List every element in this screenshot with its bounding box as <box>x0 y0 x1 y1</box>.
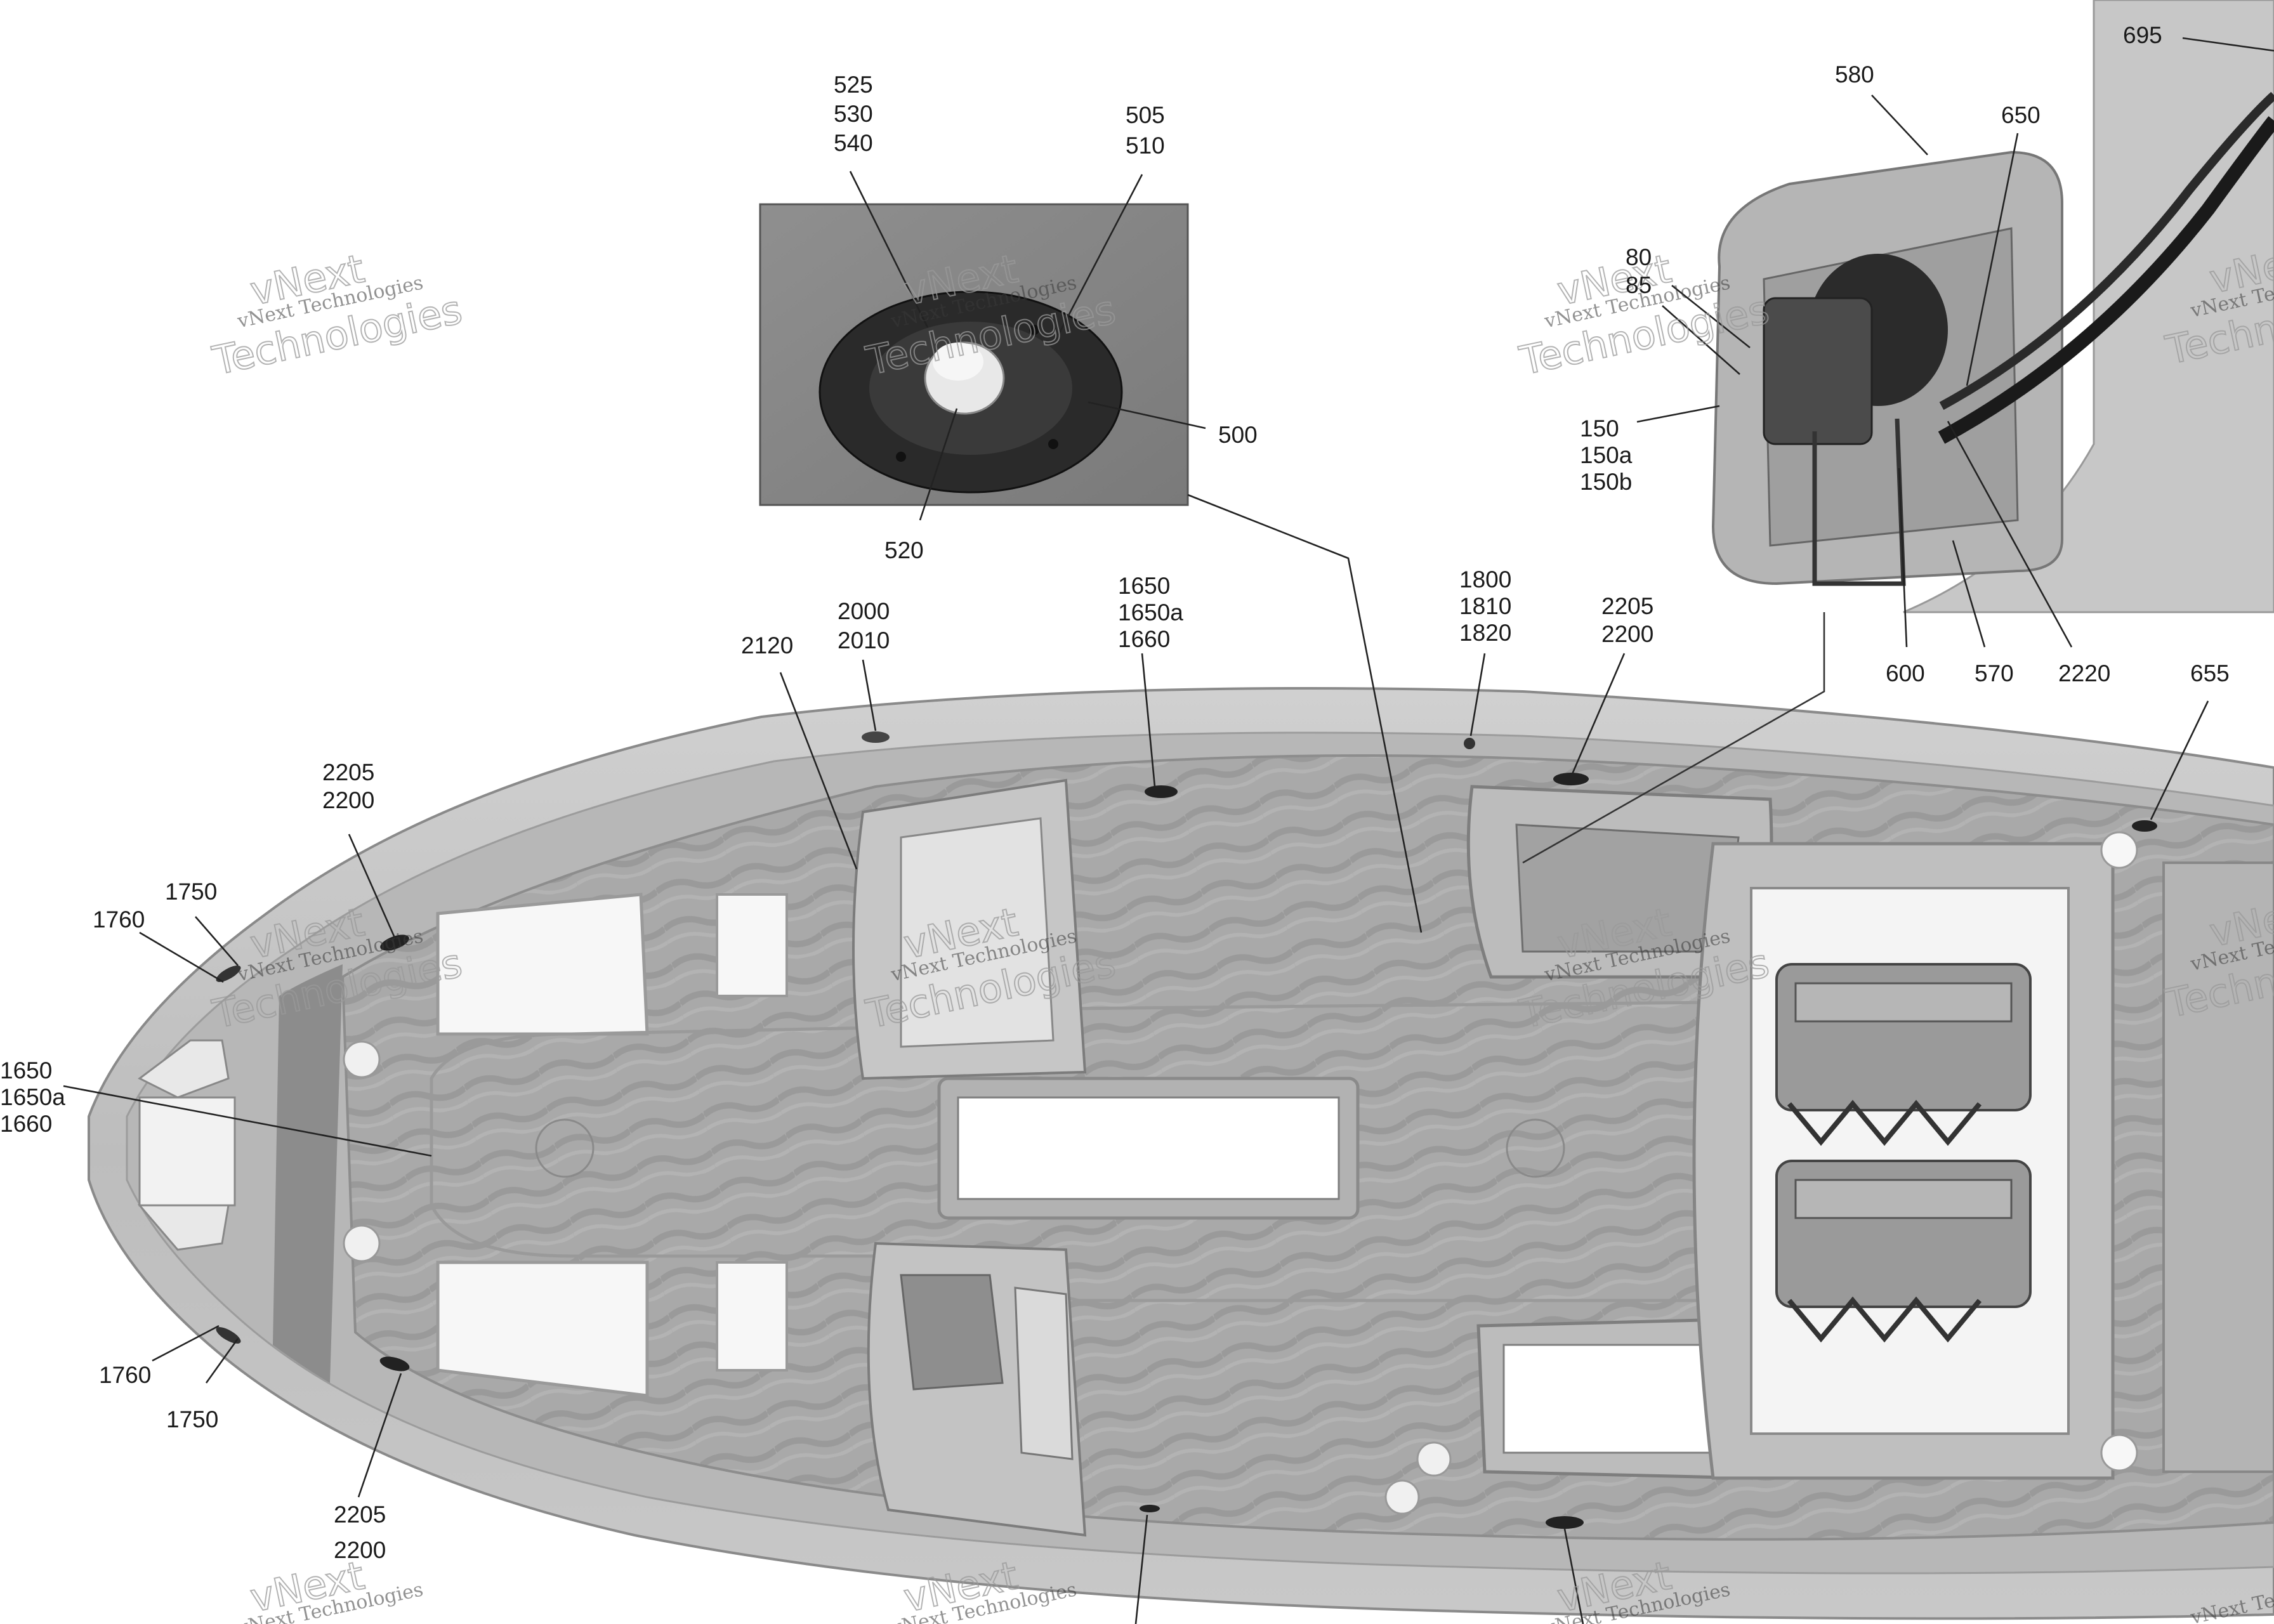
label-525: 525 <box>834 72 873 98</box>
watermark-9: vNext vNext Technologies <box>235 1552 425 1624</box>
watermark-1: vNext vNext Technologies Technologies <box>208 245 467 385</box>
label-505: 505 <box>1126 102 1165 128</box>
fuel-hose-2 <box>1939 91 2274 410</box>
label-530: 530 <box>834 101 873 127</box>
flange-screw-3 <box>1029 325 1039 335</box>
starboard-console-screen <box>900 1274 1004 1391</box>
engine-upper <box>1775 963 2032 1146</box>
cupholder-1 <box>343 1040 381 1078</box>
label-655: 655 <box>2190 660 2230 686</box>
cleat-port-mid <box>1553 773 1589 785</box>
label-150b: 150b <box>1580 469 1632 495</box>
port-console-inner <box>900 817 1055 1048</box>
label-600: 600 <box>1886 660 1925 686</box>
bow-hatch-1 <box>138 1039 230 1099</box>
label-695: 695 <box>2123 22 2162 48</box>
cleat-starboard-bow <box>379 1356 410 1372</box>
fitting-1800 <box>1464 738 1475 749</box>
inset-leader-line <box>1522 612 1825 864</box>
label-80: 80 <box>1626 244 1652 270</box>
callout-labels: 525 530 540 505 510 500 520 695 580 650 … <box>0 22 2230 1563</box>
fuel-cap-top <box>933 343 983 381</box>
light-port-bow <box>216 966 241 982</box>
label-2200-left: 2200 <box>322 787 374 813</box>
deck-drain-1 <box>535 1118 595 1178</box>
cleat-port-bow <box>380 934 409 951</box>
cupholder-2 <box>343 1224 381 1262</box>
label-510: 510 <box>1126 133 1165 159</box>
label-2205-bot: 2205 <box>334 1502 386 1528</box>
label-2205-top: 2205 <box>1601 593 1653 619</box>
stern-bollard-2 <box>2100 1434 2138 1472</box>
fuel-hose <box>1938 116 2274 444</box>
fitting-stern-low <box>1140 1505 1160 1512</box>
label-2010: 2010 <box>838 627 890 653</box>
label-1750-top: 1750 <box>165 879 217 905</box>
label-85: 85 <box>1626 272 1652 298</box>
fitting-2000 <box>862 731 890 743</box>
stern-deck-right <box>2162 861 2274 1473</box>
fitting-655 <box>2132 820 2157 832</box>
label-1760-bot: 1760 <box>99 1362 151 1388</box>
label-1650-left: 1650 <box>0 1058 52 1084</box>
label-150: 150 <box>1580 416 1619 442</box>
label-580: 580 <box>1835 62 1874 88</box>
flange-screw-1 <box>896 452 906 462</box>
centre-walkway <box>430 1000 1715 1302</box>
cupholder-4 <box>1384 1479 1420 1515</box>
boat-hull <box>88 687 2274 1620</box>
cleat-starboard-mid <box>1546 1516 1584 1529</box>
bow-hatch-2 <box>138 1096 236 1207</box>
label-650: 650 <box>2001 102 2041 128</box>
label-2205-left: 2205 <box>322 759 374 785</box>
label-1810: 1810 <box>1459 593 1511 619</box>
fuel-pump-body <box>1763 297 1873 445</box>
bow-seat-upper <box>436 893 649 1036</box>
label-2000: 2000 <box>838 598 890 624</box>
label-2220: 2220 <box>2058 660 2110 686</box>
label-1750-bot: 1750 <box>166 1406 218 1432</box>
bow-hatch-3 <box>137 1204 230 1251</box>
bow-seat-lower-2 <box>716 1261 788 1372</box>
label-1660-top: 1660 <box>1118 626 1170 652</box>
bow-band <box>273 964 343 1383</box>
label-1650a-left: 1650a <box>0 1084 65 1110</box>
label-520: 520 <box>884 537 924 563</box>
label-540: 540 <box>834 130 873 156</box>
bow-seat-lower <box>436 1261 649 1398</box>
inset-fuel-cap <box>759 203 1189 506</box>
inset-fuel-system <box>1522 0 2274 864</box>
label-1760-top: 1760 <box>93 907 145 933</box>
flange-screw-2 <box>1048 439 1058 449</box>
label-1650-top: 1650 <box>1118 573 1170 599</box>
label-2200-bot: 2200 <box>334 1537 386 1563</box>
label-150a: 150a <box>1580 442 1633 468</box>
stern-bollard-1 <box>2100 831 2138 869</box>
label-1660-left: 1660 <box>0 1111 52 1137</box>
label-500: 500 <box>1218 422 1258 448</box>
rear-storage-opening <box>1502 1344 1727 1454</box>
label-1800: 1800 <box>1459 566 1511 593</box>
engine-lower <box>1775 1160 2032 1343</box>
label-2120: 2120 <box>741 632 793 658</box>
label-1650a-top: 1650a <box>1118 599 1183 625</box>
bow-seat-upper-2 <box>716 893 788 997</box>
label-570: 570 <box>1975 660 2014 686</box>
cupholder-3 <box>1416 1441 1452 1477</box>
fitting-1650 <box>1145 785 1178 798</box>
label-1820: 1820 <box>1459 620 1511 646</box>
central-storage-opening <box>957 1096 1340 1200</box>
deck-drain-2 <box>1506 1118 1565 1178</box>
starboard-console-seat <box>1014 1287 1074 1460</box>
light-starboard-bow <box>216 1327 241 1344</box>
label-2200-top: 2200 <box>1601 621 1653 647</box>
leader-lines <box>63 37 2274 1624</box>
